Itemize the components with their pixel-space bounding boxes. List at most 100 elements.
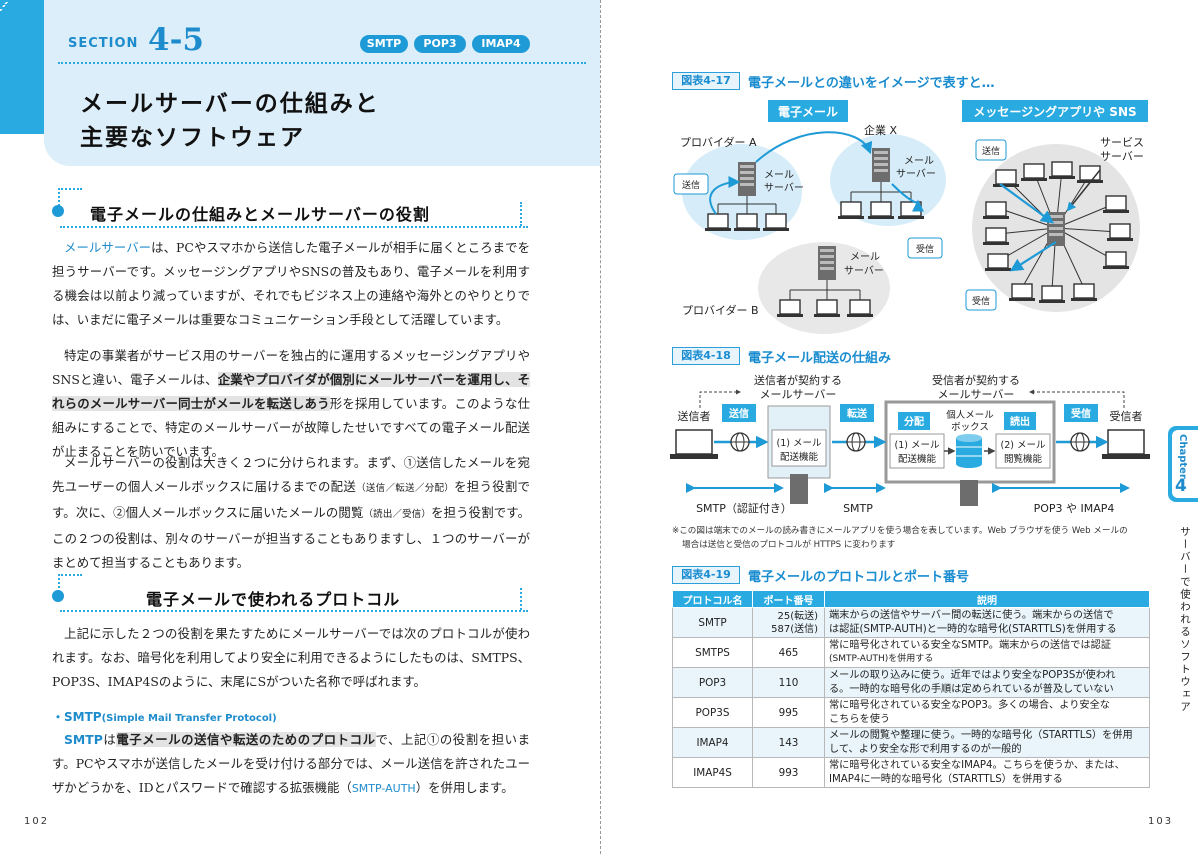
- tag-imap4: IMAP4: [472, 35, 530, 53]
- paragraph-4: 上記に示した２つの役割を果たすためにメールサーバーでは次のプロトコルが使われます…: [52, 626, 530, 689]
- svg-text:メール: メール: [764, 170, 794, 181]
- fig17-label: 図表4-17: [672, 72, 740, 90]
- proto-right: POP3 や IMAP4: [1034, 502, 1115, 515]
- tag-pop3: POP3: [414, 35, 466, 53]
- heading1: 電子メールの仕組みとメールサーバーの役割: [90, 205, 430, 224]
- fig19-label: 図表4-19: [672, 566, 740, 584]
- title-dotted-rule: [58, 62, 586, 64]
- fig18-diagram: 送信者が契約する メールサーバー 受信者が契約する メールサーバー 送信者 受信…: [670, 373, 1150, 515]
- table-row: IMAP4 143 メールの閲覧や整理に使う。一時的な暗号化（STARTTLS）…: [672, 727, 1150, 758]
- svg-text:受信: 受信: [1071, 407, 1091, 420]
- server-x-icon: [872, 148, 890, 182]
- heading2-underline: [60, 610, 528, 612]
- svg-text:送信: 送信: [728, 407, 749, 420]
- paragraph-1: メールサーバーは、PCやスマホから送信した電子メールが相手に届くところまでを担う…: [52, 240, 530, 327]
- svg-text:(1) メール: (1) メール: [777, 438, 822, 449]
- page-title-line1: メールサーバーの仕組みと: [80, 91, 380, 117]
- section-label: SECTION: [68, 36, 139, 51]
- corner-block: [0, 0, 58, 134]
- chapter-number: 4: [1175, 476, 1187, 496]
- svg-text:閲覧機能: 閲覧機能: [1004, 453, 1043, 465]
- service-server-icon: [1047, 212, 1065, 246]
- receiver-laptop-icon: [1107, 429, 1145, 455]
- tag-smtp: SMTP: [360, 35, 408, 53]
- server-b-icon: [818, 246, 836, 280]
- fig18-note-line1: ※この図は端末でのメールの読み書きにメールアプリを使う場合を表しています。Web…: [672, 526, 1128, 536]
- heading1-bracket: [58, 188, 82, 206]
- svg-text:ボックス: ボックス: [951, 422, 989, 433]
- fig18-label: 図表4-18: [672, 347, 740, 365]
- receiver-label: 受信者: [1110, 410, 1143, 423]
- table-row: SMTP 25(転送)587(送信) 端末からの送信やサーバー間の転送に使う。端…: [672, 607, 1150, 638]
- col-header-description: 説明: [824, 590, 1150, 608]
- svg-text:サーバー: サーバー: [896, 168, 936, 180]
- fig19-title: 電子メールのプロトコルとポート番号: [748, 570, 970, 585]
- internet-globe-icon: [846, 432, 866, 452]
- send-balloon-sns: 送信: [982, 145, 1000, 157]
- email-tag: 電子メール: [778, 105, 838, 119]
- company-x-label: 企業 X: [864, 123, 897, 137]
- svg-text:サーバー: サーバー: [844, 265, 884, 277]
- fig17-title: 電子メールとの違いをイメージで表すと…: [748, 76, 995, 91]
- table-row: IMAP4S 993 常に暗号化されている安全なIMAP4。こちらを使うか、また…: [672, 757, 1150, 788]
- svg-text:(2) メール: (2) メール: [1001, 440, 1046, 451]
- svg-text:サービス: サービス: [1100, 136, 1144, 149]
- svg-text:サーバー: サーバー: [1100, 150, 1144, 163]
- heading2-bullet: [52, 590, 64, 602]
- side-text: サーバーで使われるソフトウェア: [1179, 526, 1191, 714]
- svg-text:読出: 読出: [1010, 415, 1030, 428]
- heading1-bullet: [52, 205, 64, 217]
- heading2: 電子メールで使われるプロトコル: [146, 590, 401, 609]
- heading2-bracket: [58, 574, 82, 592]
- provider-a-label: プロバイダー A: [680, 135, 757, 149]
- fig18-title: 電子メール配送の仕組み: [748, 351, 892, 366]
- paragraph-3: メールサーバーの役割は大きく２つに分けられます。まず、①送信したメールを宛先ユー…: [52, 455, 530, 570]
- svg-text:個人メール: 個人メール: [946, 409, 994, 421]
- svg-text:メールサーバー: メールサーバー: [938, 388, 1015, 401]
- page-number-left: 102: [24, 816, 50, 827]
- internet-globe-icon: [730, 432, 750, 452]
- sns-tag-box: [962, 100, 1148, 122]
- fig17-diagram: 電子メール プロバイダー A 企業 X プロバイダー B メール サーバー メー…: [673, 100, 1148, 334]
- svg-text:サーバー: サーバー: [764, 182, 804, 194]
- col-header-protocol: プロトコル名: [672, 590, 753, 608]
- smtp-subheading: ・SMTP(Simple Mail Transfer Protocol): [52, 710, 277, 724]
- paragraph-2: 特定の事業者がサービス用のサーバーを独占的に運用するメッセージングアプリやSNS…: [52, 348, 530, 459]
- send-balloon-email: 送信: [682, 179, 700, 191]
- email-tag-box: [768, 100, 848, 122]
- section-number: 4-5: [148, 22, 205, 58]
- left-page: SECTION 4-5 SMTP POP3 IMAP4 メールサーバーの仕組みと…: [0, 0, 600, 827]
- proto-left: SMTP（認証付き）: [696, 501, 792, 515]
- svg-text:メール: メール: [850, 252, 880, 263]
- heading1-underline: [60, 226, 528, 228]
- svg-text:転送: 転送: [847, 407, 868, 420]
- recv-balloon-email: 受信: [916, 243, 934, 255]
- server-a-icon: [738, 162, 756, 196]
- mailbox-db-icon: [956, 434, 982, 468]
- table-row: POP3S 995 常に暗号化されている安全なPOP3。多くの場合、より安全なこ…: [672, 697, 1150, 728]
- paragraph-5: SMTPは電子メールの送信や転送のためのプロトコルで、上記①の役割を担います。P…: [52, 732, 531, 795]
- svg-text:配送機能: 配送機能: [898, 453, 937, 465]
- sns-tag: メッセージングアプリや SNS: [973, 104, 1136, 119]
- page-number-right: 103: [1148, 816, 1174, 827]
- protocol-port-table: プロトコル名 ポート番号 説明 SMTP 25(転送)587(送信) 端末からの…: [672, 590, 1150, 788]
- page-gutter: [600, 0, 601, 854]
- table-row: SMTPS 465 常に暗号化されている安全なSMTP。端末からの送信では認証(…: [672, 637, 1150, 668]
- svg-text:メール: メール: [904, 156, 934, 167]
- internet-globe-icon: [1070, 432, 1090, 452]
- col-header-port: ポート番号: [752, 590, 825, 608]
- fig18-note-line2: 場合は送信と受信のプロトコルが HTTPS に変わります: [682, 540, 896, 550]
- provider-b-label: プロバイダー B: [682, 303, 759, 317]
- recv-balloon-sns: 受信: [972, 295, 990, 307]
- table-header-row: プロトコル名 ポート番号 説明: [672, 590, 1150, 608]
- svg-text:メールサーバー: メールサーバー: [760, 388, 837, 401]
- svg-text:受信者が契約する: 受信者が契約する: [932, 373, 1020, 387]
- svg-text:(1) メール: (1) メール: [895, 440, 940, 451]
- svg-text:配送機能: 配送機能: [780, 451, 819, 463]
- title-band: [44, 0, 600, 166]
- svg-text:分配: 分配: [904, 415, 924, 428]
- chapter-label: Chapter: [1177, 434, 1188, 479]
- proto-mid: SMTP: [843, 502, 873, 515]
- svg-text:送信者が契約する: 送信者が契約する: [754, 373, 842, 387]
- page-title-line2: 主要なソフトウェア: [80, 125, 305, 151]
